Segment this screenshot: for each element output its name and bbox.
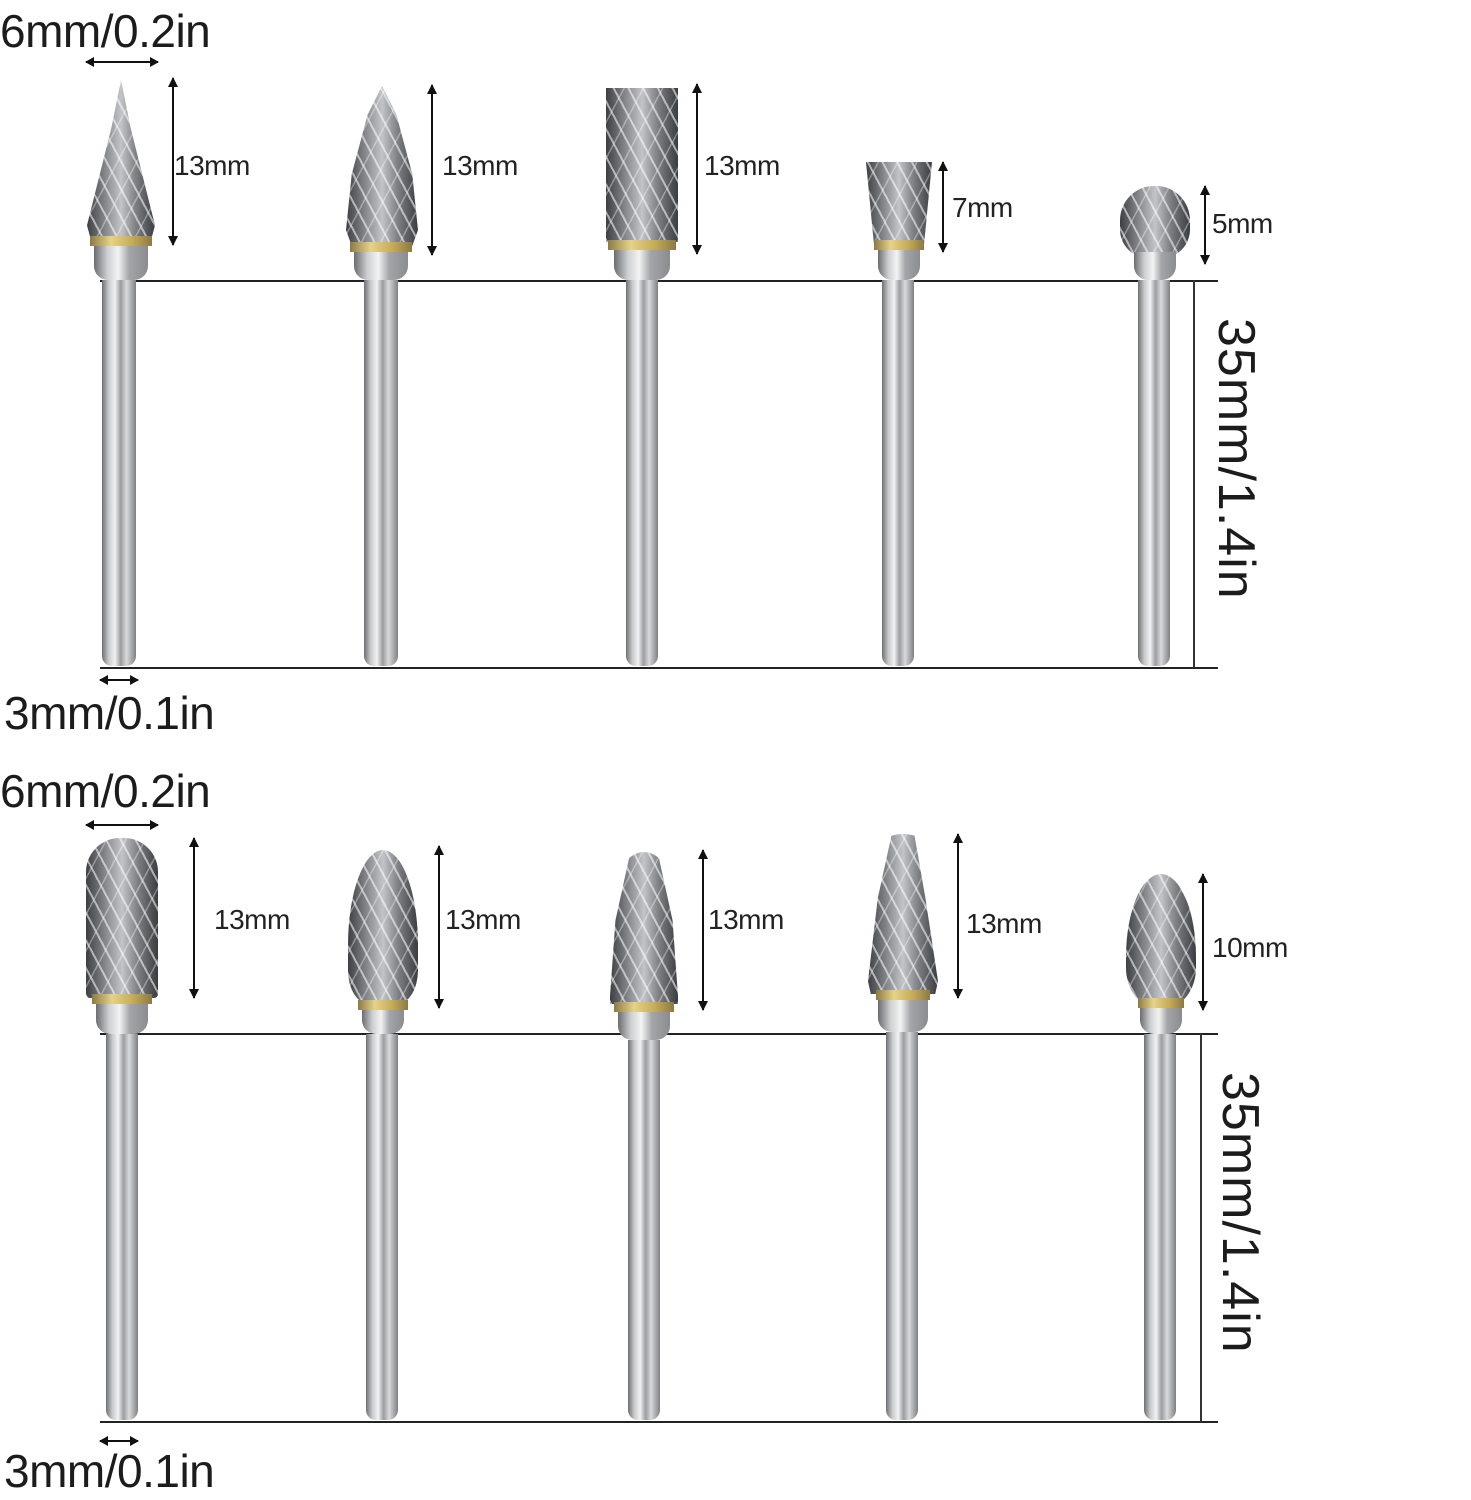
bit-neck (362, 1010, 404, 1034)
head-length-arrow (698, 849, 708, 1011)
head-length-label: 10mm (1212, 932, 1288, 963)
shank-length-dimension-line (1193, 280, 1195, 668)
head-width-label: 6mm/0.2in (0, 5, 211, 57)
brass-collar (350, 242, 412, 252)
bit-shank (102, 280, 136, 666)
head-length-arrow (434, 845, 444, 1009)
shank-width-arrow (99, 676, 139, 684)
bit-head (348, 850, 418, 1004)
head-length-label: 13mm (966, 908, 1042, 939)
shank-length-dimension-line (1200, 1033, 1202, 1422)
burr-bit-egg-oval (1126, 874, 1206, 1424)
brass-collar (92, 994, 152, 1004)
head-length-arrow (427, 84, 437, 256)
bit-shank (1144, 1034, 1176, 1420)
head-length-arrow (1200, 185, 1210, 265)
shank-width-label: 3mm/0.1in (4, 687, 215, 739)
panel-set-1: 6mm/0.2in 35mm/1.4in 3mm/0.1in 13mm 13mm… (0, 5, 1273, 739)
bit-head (866, 162, 932, 244)
shank-bottom-line (100, 667, 1218, 669)
shank-length-label: 35mm/1.4in (1207, 318, 1265, 600)
shank-top-line (100, 280, 1218, 282)
bit-neck (878, 250, 920, 280)
bit-shank (886, 1032, 918, 1420)
burr-bit-cylinder (604, 88, 684, 670)
bit-head (346, 86, 418, 246)
bit-neck (618, 1012, 670, 1040)
burr-bit-tree-taper (866, 834, 946, 1424)
bit-head (1126, 874, 1196, 1008)
head-length-label: 5mm (1212, 208, 1273, 239)
head-length-arrow (1198, 873, 1208, 1011)
head-length-label: 13mm (708, 904, 784, 935)
bit-head (868, 834, 938, 994)
bit-shank (882, 280, 914, 666)
burr-bit-inverted-cone (864, 162, 944, 670)
burr-bit-oval (348, 850, 428, 1424)
burr-bit-flame (344, 86, 424, 670)
bit-neck (878, 1000, 928, 1032)
head-length-arrow (953, 833, 963, 999)
bit-shank (106, 1034, 138, 1420)
head-length-label: 13mm (704, 150, 780, 181)
bit-head (86, 838, 158, 998)
brass-collar (614, 1002, 674, 1012)
head-width-label: 6mm/0.2in (0, 765, 211, 817)
head-length-arrow (168, 77, 178, 246)
bit-neck (94, 246, 148, 280)
head-width-arrow (85, 58, 159, 66)
shank-width-label: 3mm/0.1in (4, 1445, 215, 1497)
bit-head (606, 88, 678, 242)
brass-collar (1138, 998, 1184, 1008)
brass-collar (876, 990, 930, 1000)
head-length-label: 13mm (214, 904, 290, 935)
shank-length-label: 35mm/1.4in (1211, 1072, 1269, 1354)
bit-neck (354, 252, 408, 280)
brass-collar (358, 1000, 408, 1010)
head-length-arrow (189, 837, 199, 999)
bit-head (610, 852, 678, 1004)
burr-bit-tree-pointed (84, 80, 164, 670)
bit-neck (1140, 1008, 1182, 1034)
brass-collar (90, 236, 152, 246)
bit-shank (1138, 280, 1170, 666)
head-length-label: 7mm (952, 192, 1013, 223)
head-length-label: 13mm (174, 150, 250, 181)
panel-set-2: 6mm/0.2in 35mm/1.4in 3mm/0.1in 13mm 13mm… (0, 750, 1471, 1500)
brass-collar (608, 240, 676, 250)
burr-bit-tree-round (608, 852, 688, 1424)
bit-shank (626, 280, 658, 666)
bit-neck (96, 1004, 148, 1034)
head-width-arrow (85, 821, 159, 829)
brass-collar (874, 240, 924, 250)
bit-shank (364, 280, 398, 666)
shank-width-arrow (99, 1437, 139, 1445)
burr-bit-cylinder-ball-nose (86, 838, 166, 1424)
head-length-arrow (692, 83, 702, 255)
bit-neck (1134, 252, 1176, 280)
bit-neck (614, 250, 670, 280)
bit-shank (628, 1040, 660, 1420)
head-length-label: 13mm (442, 150, 518, 181)
head-length-arrow (938, 161, 948, 253)
burr-bit-ball (1120, 186, 1200, 670)
shank-bottom-line (100, 1421, 1218, 1423)
head-length-label: 13mm (445, 904, 521, 935)
bit-shank (366, 1034, 398, 1420)
bit-head (1120, 186, 1190, 258)
bit-head (87, 80, 155, 238)
